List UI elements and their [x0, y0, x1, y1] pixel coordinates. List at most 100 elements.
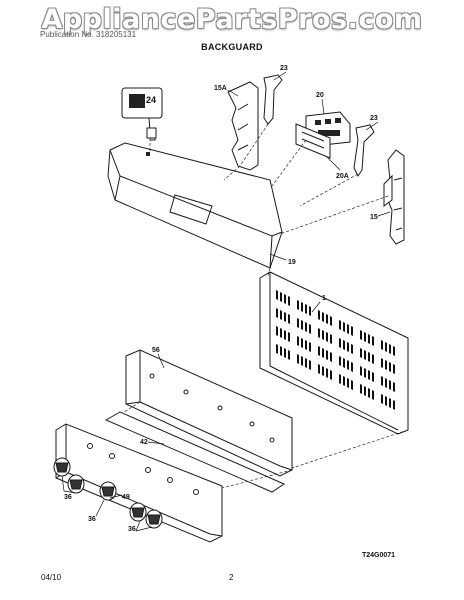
vent-slot [389, 380, 391, 390]
vent-slot [385, 396, 387, 406]
vent-slot [309, 360, 311, 370]
vent-slot [372, 390, 374, 400]
vent-slot [372, 336, 374, 346]
vent-slot [301, 338, 303, 348]
vent-slot [347, 360, 349, 370]
publication-note: Publication No. 318205131 [40, 30, 137, 39]
vent-slot [309, 306, 311, 316]
vent-slot [385, 342, 387, 352]
vent-slot [339, 320, 341, 330]
vent-slot [276, 326, 278, 336]
backguard-console [107, 142, 283, 269]
vent-slot [326, 368, 328, 378]
vent-slot [339, 356, 341, 366]
vent-slot [280, 346, 282, 356]
vent-slot [305, 322, 307, 332]
vent-slot [330, 334, 332, 344]
end-bracket-left [227, 81, 259, 171]
vent-slot [305, 340, 307, 350]
vent-slot [305, 358, 307, 368]
vent-slot [364, 368, 366, 378]
vent-slot [368, 334, 370, 344]
vent-slot [339, 338, 341, 348]
vent-slot [301, 356, 303, 366]
vent-slot [288, 350, 290, 360]
vent-slot [389, 362, 391, 372]
callout-36-mid: 36 [88, 516, 96, 523]
vent-slot [364, 332, 366, 342]
vent-slot [360, 348, 362, 358]
vent-slot [339, 374, 341, 384]
clip-part-right [353, 124, 375, 177]
callout-36-left: 36 [64, 494, 72, 501]
vent-slot [393, 346, 395, 356]
vent-slot [322, 312, 324, 322]
callout-1: 1 [322, 295, 326, 302]
vent-slot [393, 364, 395, 374]
page-number: 2 [229, 573, 234, 582]
switch-part [121, 87, 163, 141]
vent-slot [364, 386, 366, 396]
vent-slot [297, 318, 299, 328]
vent-slot [288, 314, 290, 324]
vent-slot [351, 344, 353, 354]
alignment-lines [123, 123, 409, 489]
vent-slot [309, 342, 311, 352]
manifold-strip [104, 411, 286, 493]
callout-15: 15 [370, 214, 378, 221]
callout-labels: 24 15A 23 20 23 20A 15 19 1 56 42 36 49 … [64, 65, 378, 533]
vent-slot [280, 328, 282, 338]
vent-slot [322, 330, 324, 340]
vent-slot [343, 358, 345, 368]
callout-15A: 15A [214, 85, 227, 92]
vent-slot [351, 380, 353, 390]
vent-slot [301, 302, 303, 312]
clip-part-upper [263, 74, 283, 125]
vent-slot [297, 300, 299, 310]
vent-slot [381, 358, 383, 368]
vent-slot [347, 324, 349, 334]
vent-slot [368, 388, 370, 398]
vent-slot [389, 344, 391, 354]
vent-slot [318, 310, 320, 320]
callout-20A: 20A [336, 173, 349, 180]
vent-slot [284, 348, 286, 358]
vent-slot [276, 308, 278, 318]
callout-42: 42 [140, 439, 148, 446]
vent-slot [326, 332, 328, 342]
vent-slot [368, 352, 370, 362]
vent-slot [297, 354, 299, 364]
vent-slots [276, 290, 395, 410]
vent-slot [372, 372, 374, 382]
callout-36-right: 36 [128, 526, 136, 533]
callout-49: 49 [122, 494, 130, 501]
knob-5 [145, 509, 163, 529]
vent-slot [326, 314, 328, 324]
vent-slot [385, 378, 387, 388]
leader-lines [61, 71, 391, 532]
knob-1 [53, 457, 71, 477]
vent-slot [347, 378, 349, 388]
manifold-panel-rear [125, 349, 293, 477]
callout-23-right: 23 [370, 115, 378, 122]
callout-56: 56 [152, 347, 160, 354]
vent-slot [351, 326, 353, 336]
knob-3 [99, 481, 117, 501]
vent-slot [372, 354, 374, 364]
vent-slot [385, 360, 387, 370]
vent-slot [360, 330, 362, 340]
vent-slot [381, 376, 383, 386]
vent-slot [343, 322, 345, 332]
vent-slot [343, 376, 345, 386]
vent-slot [381, 394, 383, 404]
vent-slot [318, 364, 320, 374]
footer-date: 04/10 [41, 573, 62, 582]
knob-4 [129, 502, 147, 522]
vent-slot [360, 384, 362, 394]
callout-24: 24 [146, 95, 156, 105]
vent-slot [288, 332, 290, 342]
vent-slot [330, 352, 332, 362]
vent-slot [393, 382, 395, 392]
vent-slot [284, 330, 286, 340]
